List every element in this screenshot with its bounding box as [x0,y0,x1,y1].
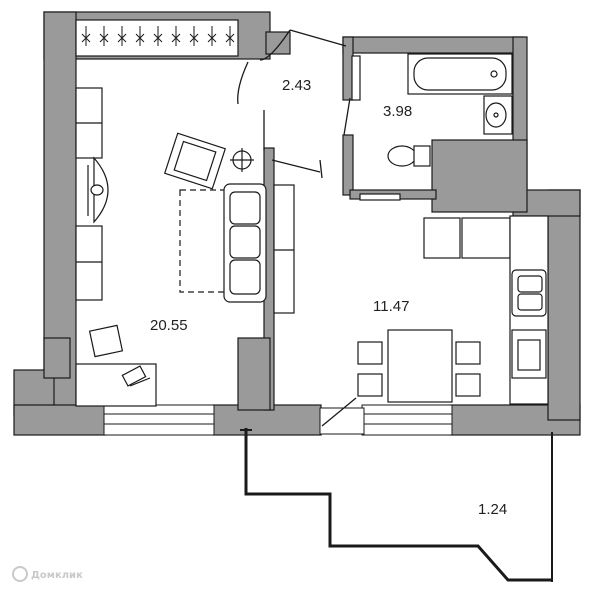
chair-2 [357,373,383,397]
kitchen-cabinet-1 [461,217,511,259]
bathtub [407,53,513,95]
chair-1 [357,341,383,365]
desk-chair [88,324,124,358]
towel-rail [359,193,401,201]
chair-3 [455,341,481,365]
toilet [387,145,431,167]
bath-cabinet [351,55,361,101]
wardrobe [75,19,239,57]
balcony-area: 1.24 [478,501,507,518]
floor-lamp [230,148,254,172]
watermark-logo-icon [12,566,28,582]
shelf-lower [75,225,103,301]
laptop [121,365,151,387]
walls [13,11,581,436]
armchair [163,132,227,190]
watermark: Домклик [12,566,83,582]
sink [483,95,513,135]
rug [179,189,257,293]
chair-4 [455,373,481,397]
fridge [423,217,461,259]
window-living [103,404,215,436]
furniture [75,19,549,407]
desk [75,363,157,407]
balcony-door [319,407,365,435]
balcony-outline [240,428,553,582]
windows [103,404,453,436]
living-room-area: 20.55 [150,317,188,334]
doors [237,29,357,427]
watermark-text: Домклик [31,570,83,581]
kitchen-area: 11.47 [373,298,409,315]
hallway-area: 2.43 [282,77,311,94]
kitchen-sink [511,269,547,317]
stove [511,329,547,379]
dining-table [387,329,453,403]
sofa [223,183,267,303]
bathroom-area: 3.98 [383,103,412,120]
window-kitchen [361,404,453,436]
